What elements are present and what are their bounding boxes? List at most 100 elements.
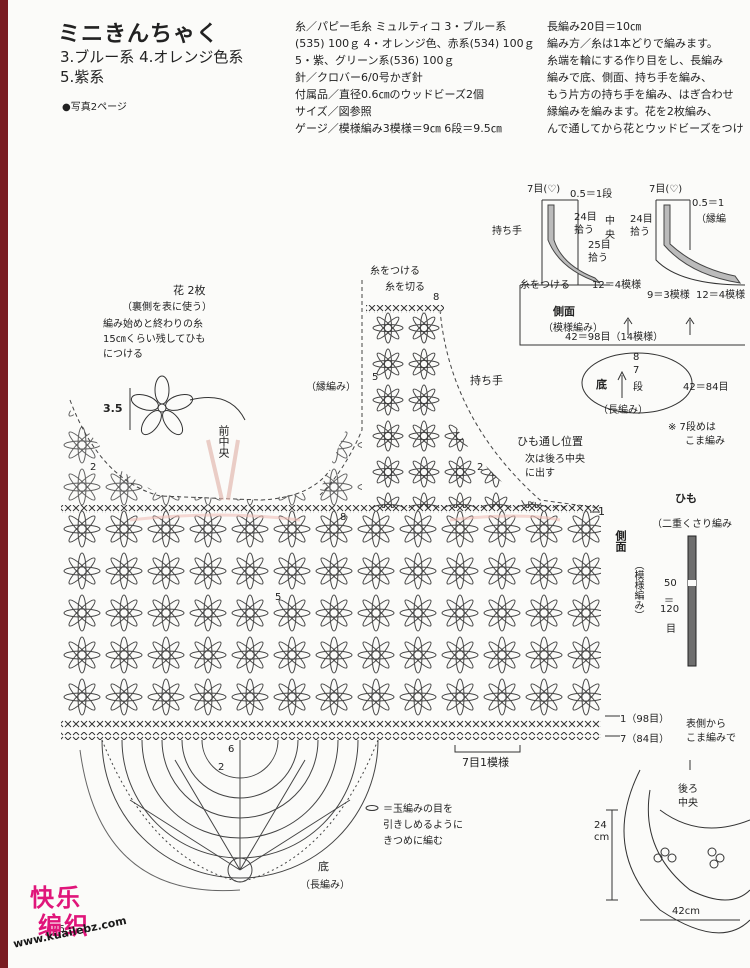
base-pattern-label: （長編み） [300, 880, 350, 891]
materials-line: 針／クロバー6/0号かぎ針 [295, 71, 423, 84]
schematic-base [581, 352, 693, 414]
cord-title: ひも [675, 492, 697, 505]
schem-edge: （縁編 [696, 214, 726, 225]
row-84-marker: 7（84目） [620, 734, 670, 745]
side-pattern-label: （模様編み） [632, 560, 643, 620]
flower-note: 15㎝くらい残してひも [103, 334, 206, 345]
repeat-label: 7目1模様 [462, 756, 509, 769]
row-8-marker: 8 [340, 512, 347, 523]
finish-note: 表側から [686, 719, 726, 730]
flower-note: 編み始めと終わりの糸 [103, 319, 203, 330]
left-upper-stitches [61, 410, 362, 508]
base-outline-curve [79, 749, 241, 892]
schem-pick: 拾う [588, 253, 608, 264]
schem-st7: 7目(♡) [527, 184, 561, 195]
method-line: もう片方の持ち手を編み、はぎ合わせ [547, 88, 734, 101]
drawstring-note: に出す [525, 468, 555, 479]
finish-note: こま編みで [686, 733, 736, 744]
handle-shading-right [663, 204, 742, 284]
schem-base: 底 [596, 378, 607, 391]
schem-st24: 24目 [574, 212, 597, 223]
handle-row-8: 8 [433, 292, 440, 303]
bag-height-unit: cm [594, 832, 610, 843]
handle-stitches [370, 310, 580, 508]
row-98-marker: 1（98目） [620, 714, 670, 725]
finished-bag-diagram [606, 760, 750, 934]
method-line: 編み方／糸は1本どりで編みます。 [547, 37, 718, 50]
schematic-side-arrow [623, 317, 695, 335]
flower-title: 花 2枚 [173, 284, 206, 297]
back-center: 後ろ [678, 784, 698, 795]
materials-line: 付属品／直径0.6㎝のウッドビーズ2個 [295, 88, 484, 101]
logo-line: 快乐 [30, 884, 82, 912]
materials-line: (535) 100ｇ 4・オレンジ色、赤系(534) 100ｇ [295, 37, 535, 50]
bag-height: 24 [594, 820, 607, 831]
base-chart [101, 739, 379, 883]
logo-line: 编织 [38, 912, 90, 940]
flower-motif [130, 375, 194, 436]
cord-type: （二重くさり編み [652, 519, 732, 530]
schem-base-rows: 段 [633, 382, 643, 393]
materials-list: 糸／パピー毛糸 ミュルティコ 3・ブルー系 (535) 100ｇ 4・オレンジ色… [295, 18, 545, 137]
materials-line: サイズ／図参照 [295, 105, 372, 118]
handle-label: 持ち手 [470, 374, 503, 387]
page-title: ミニきんちゃく [58, 22, 220, 47]
schem-side: 側面 [553, 305, 575, 318]
base-label: 底 [318, 860, 329, 873]
schem-base-pattern: （長編み） [598, 405, 648, 416]
cord-unit: 目 [666, 624, 676, 635]
flower-arrow [189, 397, 246, 421]
schem-width: 42＝98目（14模様） [565, 332, 664, 343]
color-options-2: 5.紫系 [60, 68, 105, 86]
materials-line: 5・紫、グリーン系(536) 100ｇ [295, 54, 455, 67]
cord-eq: ＝ [664, 596, 674, 607]
page-number: 26 [52, 924, 65, 935]
bag-width: 42cm [672, 906, 700, 917]
row-2-marker: 2 [218, 762, 225, 773]
method-line: んで通してから花とウッドビーズをつけ [547, 122, 744, 135]
handle-shading-left [547, 204, 601, 284]
handle-row-5: 5 [372, 372, 379, 383]
legend-text: 引きしめるように [383, 820, 463, 831]
handle-attach: 糸をつける [370, 266, 420, 277]
row-1-marker: 1 [598, 505, 605, 518]
method-line: 編みで底、側面、持ち手を編み、 [547, 71, 712, 84]
handle-left-edge [319, 280, 363, 496]
schem-side-pattern: （模様編み） [543, 323, 603, 334]
row-marker-bottom [61, 720, 601, 728]
materials-line: 糸／パピー毛糸 ミュルティコ 3・ブルー系 [295, 20, 507, 33]
schem-nine: 9＝3模様 [647, 290, 690, 301]
flower-size: 3.5 [103, 402, 123, 415]
front-center-label: 前中央 [217, 425, 230, 458]
pink-accent [129, 513, 561, 522]
center-guide [206, 439, 240, 501]
left-row-2: 2 [90, 462, 97, 473]
schem-note: こま編み [685, 436, 725, 447]
side-label: 側面 [614, 530, 627, 552]
color-options-1: 3.ブルー系 4.オレンジ色系 [60, 48, 244, 66]
cord-length: 50 [664, 578, 677, 589]
schem-base-width: 42＝84目 [683, 382, 729, 393]
schem-attach: 糸をつける [520, 280, 570, 291]
schem-center: 中 [605, 216, 615, 227]
row-marker-bottom2 [61, 732, 601, 740]
schem-row05: 0.5＝1段 [570, 189, 613, 200]
schem-note: ※ 7段めは [668, 422, 716, 433]
handle-cut: 糸を切る [385, 282, 425, 293]
watermark-logo: 快乐 编织 www.kuailebz.com [8, 878, 158, 964]
schem-twelve: 12＝4模様 [696, 290, 746, 301]
schem-st24-right: 24目 [630, 214, 653, 225]
drawstring-title: ひも通し位置 [517, 435, 583, 448]
side-body-stitches [61, 508, 601, 718]
schem-base-rows: 8 [633, 352, 640, 363]
handle-right-edge [439, 309, 601, 509]
method-text: 長編み20目＝10㎝ 編み方／糸は1本どりで編みます。 糸端を輪にする作り目をし… [547, 18, 750, 137]
flower-note: （裏側を表に使う） [122, 302, 212, 313]
legend-symbol [365, 805, 379, 811]
method-line: 縁編みを編みます。花を2枚編み、 [547, 105, 718, 118]
schem-handle: 持ち手 [492, 226, 522, 237]
schem-pick-right: 拾う [630, 227, 650, 238]
back-center: 中央 [678, 798, 698, 809]
